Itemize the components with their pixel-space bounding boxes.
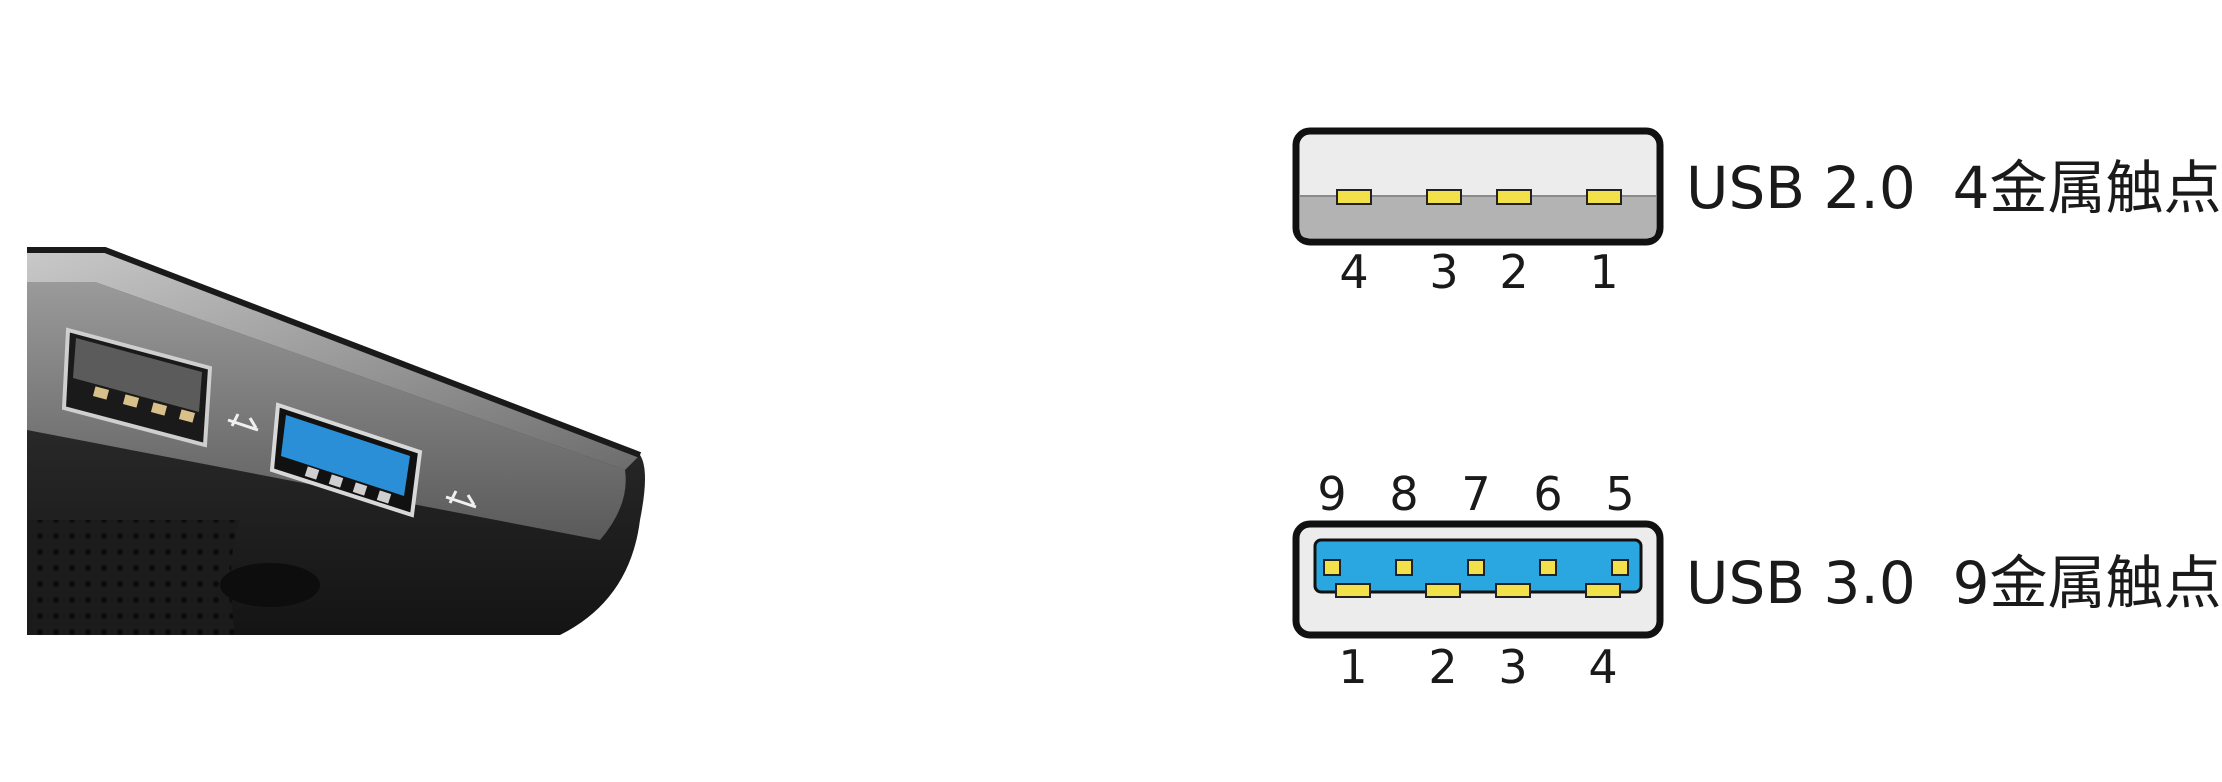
usb-3-contact (1585, 583, 1621, 598)
usb-3-ss-contact (1323, 559, 1341, 576)
port-band (27, 282, 626, 540)
usb-3-top-pin-label: 9 (1317, 467, 1346, 521)
usb-2-contact (1586, 189, 1622, 205)
usb-3-ss-contact (1539, 559, 1557, 576)
usb-2-pin-label: 1 (1589, 245, 1618, 299)
usb-3-top-pin-label: 8 (1389, 467, 1418, 521)
usb-3-port-icon (269, 402, 423, 518)
usb-2-label: USB 2.0 4金属触点 (1686, 154, 2222, 222)
usb-2-contact (1336, 189, 1372, 205)
usb-3-ss-contact (1395, 559, 1413, 576)
lid-rim (27, 250, 640, 470)
usb-2-connector: 4 3 2 1 (1292, 127, 1664, 299)
laptop-foot (220, 563, 320, 607)
usb-3-contact (1425, 583, 1461, 598)
usb-3-bottom-pin-label: 3 (1498, 640, 1527, 694)
usb-3-ss-contact (1467, 559, 1485, 576)
usb-2-port-icon (61, 327, 213, 448)
usb-2-contact (1496, 189, 1532, 205)
usb-2-pin-label: 3 (1429, 245, 1458, 299)
laptop-side-photo (0, 0, 700, 782)
usb-trident-icon (227, 413, 477, 509)
usb-3-bottom-pin-label: 1 (1338, 640, 1367, 694)
usb-3-bottom-pin-label: 4 (1588, 640, 1617, 694)
usb-3-contact (1495, 583, 1531, 598)
usb-3-bottom-pin-label: 2 (1428, 640, 1457, 694)
usb-2-contact (1426, 189, 1462, 205)
usb-2-pin-label: 4 (1339, 245, 1368, 299)
usb-3-top-pin-label: 7 (1461, 467, 1490, 521)
speaker-grill (27, 520, 240, 635)
usb-3-contact (1335, 583, 1371, 598)
usb-3-ss-contact (1611, 559, 1629, 576)
usb-3-connector: 9 8 7 6 5 1 2 3 4 (1292, 467, 1664, 694)
usb-2-pin-label: 2 (1499, 245, 1528, 299)
usb-3-top-pin-label: 6 (1533, 467, 1562, 521)
usb-3-label: USB 3.0 9金属触点 (1686, 549, 2222, 617)
usb-3-top-pin-label: 5 (1605, 467, 1634, 521)
